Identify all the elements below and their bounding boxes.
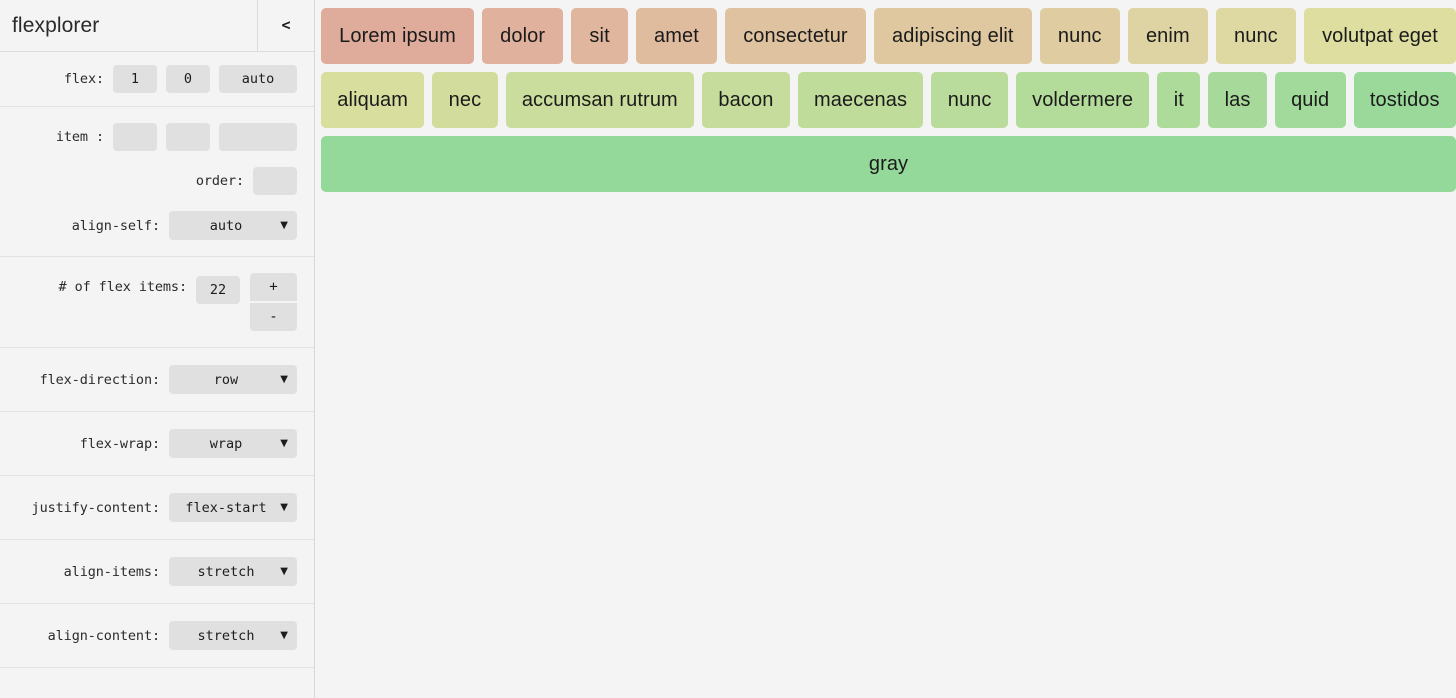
flex-item[interactable]: dolor <box>482 8 564 64</box>
decrement-items-button[interactable]: - <box>250 303 297 331</box>
align-items-row: align-items: stretch ▼ <box>0 540 314 604</box>
flex-item-count-label: # of flex items: <box>58 279 188 295</box>
flex-item[interactable]: nunc <box>931 72 1008 128</box>
align-content-select[interactable]: stretch <box>169 621 297 650</box>
align-self-label: align-self: <box>71 217 160 234</box>
flex-item-label: volutpat eget <box>1322 24 1438 47</box>
flex-item-label: amet <box>654 24 699 47</box>
item-label: item : <box>55 129 104 145</box>
justify-content-label: justify-content: <box>31 499 161 516</box>
preview-area: Lorem ipsum dolor sit amet consectetur adipis… <box>315 0 1456 698</box>
flex-item-label: nunc <box>947 88 992 111</box>
align-content-label: align-content: <box>47 627 160 644</box>
align-self-select-wrap: auto ▼ <box>169 211 297 240</box>
flex-label: flex: <box>63 71 104 87</box>
order-label: order: <box>195 173 244 189</box>
flex-item-label: nec <box>448 88 482 111</box>
item-height-input[interactable] <box>166 123 210 151</box>
flex-item-label: gray <box>868 152 909 175</box>
flex-item-label: it <box>1173 88 1184 111</box>
sidebar-header: flexplorer < <box>0 0 314 52</box>
flex-item-label: dolor <box>500 24 546 47</box>
order-input[interactable] <box>253 167 297 195</box>
flex-item[interactable]: enim <box>1127 8 1208 64</box>
flex-item[interactable]: nunc <box>1039 8 1120 64</box>
flex-wrap-row: flex-wrap: wrap ▼ <box>0 412 314 476</box>
item-dimensions-row: item : <box>0 107 314 159</box>
flex-item-label: accumsan rutrum <box>521 88 678 111</box>
flex-item[interactable]: sit <box>571 8 628 64</box>
flex-item[interactable]: bacon <box>702 72 790 128</box>
flex-item[interactable]: las <box>1208 72 1267 128</box>
flex-item[interactable]: Lorem ipsum <box>321 8 474 64</box>
collapse-sidebar-button[interactable]: < <box>257 0 314 51</box>
flex-shrink-input[interactable] <box>166 65 210 93</box>
flex-item-label: nunc <box>1234 24 1278 47</box>
flex-item[interactable]: it <box>1157 72 1201 128</box>
flex-item[interactable]: nunc <box>1215 8 1296 64</box>
flex-item-label: aliquam <box>337 88 409 111</box>
flex-direction-label: flex-direction: <box>39 371 161 388</box>
align-content-row: align-content: stretch ▼ <box>0 604 314 668</box>
flex-item[interactable]: maecenas <box>797 72 924 128</box>
align-items-label: align-items: <box>63 563 160 580</box>
flex-item[interactable]: amet <box>635 8 718 64</box>
flex-direction-select-wrap: row ▼ <box>169 365 297 394</box>
flex-item[interactable]: aliquam <box>321 72 425 128</box>
flex-grow-input[interactable] <box>113 65 157 93</box>
flex-item[interactable]: consectetur <box>725 8 866 64</box>
flex-item-label: consectetur <box>743 24 848 47</box>
chevron-left-icon: < <box>281 16 291 34</box>
flex-item[interactable]: nec <box>432 72 498 128</box>
align-content-select-wrap: stretch ▼ <box>169 621 297 650</box>
flex-basis-input[interactable] <box>219 65 297 93</box>
flex-wrap-select-wrap: wrap ▼ <box>169 429 297 458</box>
item-width-input[interactable] <box>113 123 157 151</box>
flex-item-label: bacon <box>718 88 774 111</box>
controls-sidebar: flexplorer < flex: item : order: align-s… <box>0 0 315 698</box>
flex-item[interactable]: tostidos <box>1353 72 1456 128</box>
flex-item-count-stepper: + - <box>250 273 297 331</box>
flex-item[interactable]: gray <box>321 136 1456 192</box>
flex-item-count-row: # of flex items: + - <box>0 257 314 348</box>
flex-item-label: sit <box>589 24 610 47</box>
flex-item[interactable]: adipiscing elit <box>873 8 1032 64</box>
align-items-select[interactable]: stretch <box>169 557 297 586</box>
flex-direction-row: flex-direction: row ▼ <box>0 348 314 412</box>
flex-item-label: Lorem ipsum <box>339 24 456 47</box>
flex-item-count-input[interactable] <box>196 276 240 304</box>
align-self-row: align-self: auto ▼ <box>0 203 314 257</box>
flex-wrap-label: flex-wrap: <box>79 435 160 452</box>
flex-item[interactable]: voldermere <box>1015 72 1150 128</box>
increment-items-button[interactable]: + <box>250 273 297 301</box>
justify-content-select[interactable]: flex-start <box>169 493 297 522</box>
flex-shorthand-row: flex: <box>0 52 314 107</box>
flex-item[interactable]: quid <box>1274 72 1346 128</box>
flex-item-label: enim <box>1145 24 1190 47</box>
justify-content-select-wrap: flex-start ▼ <box>169 493 297 522</box>
align-items-select-wrap: stretch ▼ <box>169 557 297 586</box>
flex-direction-select[interactable]: row <box>169 365 297 394</box>
order-row: order: <box>0 159 314 203</box>
align-self-select[interactable]: auto <box>169 211 297 240</box>
app-title: flexplorer <box>12 13 100 37</box>
flex-item-label: maecenas <box>814 88 908 111</box>
flex-item-label: las <box>1224 88 1251 111</box>
flex-item-label: nunc <box>1057 24 1102 47</box>
item-text-input[interactable] <box>219 123 297 151</box>
flex-container: Lorem ipsum dolor sit amet consectetur adipis… <box>321 8 1456 192</box>
flex-wrap-select[interactable]: wrap <box>169 429 297 458</box>
flex-item-label: voldermere <box>1032 88 1134 111</box>
flex-item[interactable]: volutpat eget <box>1303 8 1456 64</box>
justify-content-row: justify-content: flex-start ▼ <box>0 476 314 540</box>
flex-item[interactable]: accumsan rutrum <box>505 72 695 128</box>
flex-item-label: adipiscing elit <box>892 24 1014 47</box>
flex-item-label: quid <box>1291 88 1330 111</box>
flex-item-label: tostidos <box>1369 88 1440 111</box>
